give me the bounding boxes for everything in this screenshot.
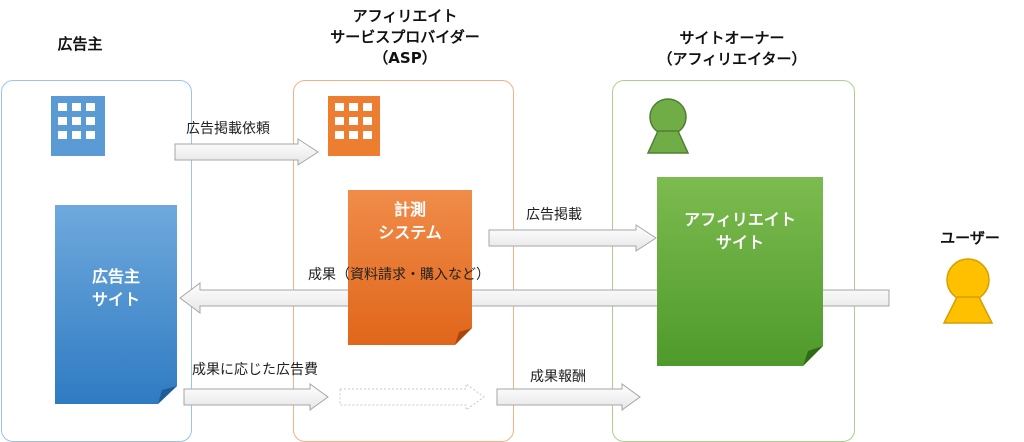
user-heading: ユーザー <box>940 229 1000 247</box>
owner-heading: サイトオーナー （アフィリエイター） <box>612 28 852 70</box>
ad-placement-arrow <box>488 224 657 252</box>
measurement-system-box <box>348 190 472 345</box>
asp-heading-line1: アフィリエイト <box>352 7 458 25</box>
ad-cost-arrow <box>183 383 329 411</box>
results-label: 成果（資料請求・購入など） <box>308 267 490 283</box>
advertiser-site-label-line2: サイト <box>91 290 140 309</box>
asp-heading-line3: （ASP） <box>373 49 437 67</box>
affiliate-site-label-line1: アフィリエイト <box>684 210 796 229</box>
ad-cost-label: 成果に応じた広告費 <box>192 362 318 378</box>
ad-cost-arrow-ghost <box>339 383 485 411</box>
ad-request-label: 広告掲載依頼 <box>186 121 270 137</box>
advertiser-heading: 広告主 <box>57 35 103 53</box>
building-icon <box>51 96 105 156</box>
measurement-system-label: 計測 システム <box>348 199 472 249</box>
owner-heading-line2: （アフィリエイター） <box>657 50 807 68</box>
affiliate-site-box <box>657 177 823 366</box>
user-person-icon <box>942 258 994 324</box>
ad-placement-label: 広告掲載 <box>526 207 582 223</box>
asp-heading: アフィリエイト サービスプロバイダー （ASP） <box>290 6 520 69</box>
advertiser-site-box <box>55 205 177 404</box>
advertiser-site-label: 広告主 サイト <box>55 266 177 316</box>
measurement-system-label-line1: 計測 <box>393 200 426 219</box>
asp-heading-line2: サービスプロバイダー <box>330 28 480 46</box>
measurement-system-label-line2: システム <box>378 223 442 242</box>
owner-heading-line1: サイトオーナー <box>679 29 785 47</box>
affiliate-site-label: アフィリエイト サイト <box>657 209 823 259</box>
site-owner-person-icon <box>646 98 690 154</box>
ad-request-arrow <box>174 138 319 166</box>
advertiser-site-label-line1: 広告主 <box>91 267 140 286</box>
asp-building-icon <box>328 96 380 156</box>
reward-arrow <box>496 383 641 411</box>
affiliate-site-label-line2: サイト <box>715 233 764 252</box>
reward-label: 成果報酬 <box>530 369 586 385</box>
